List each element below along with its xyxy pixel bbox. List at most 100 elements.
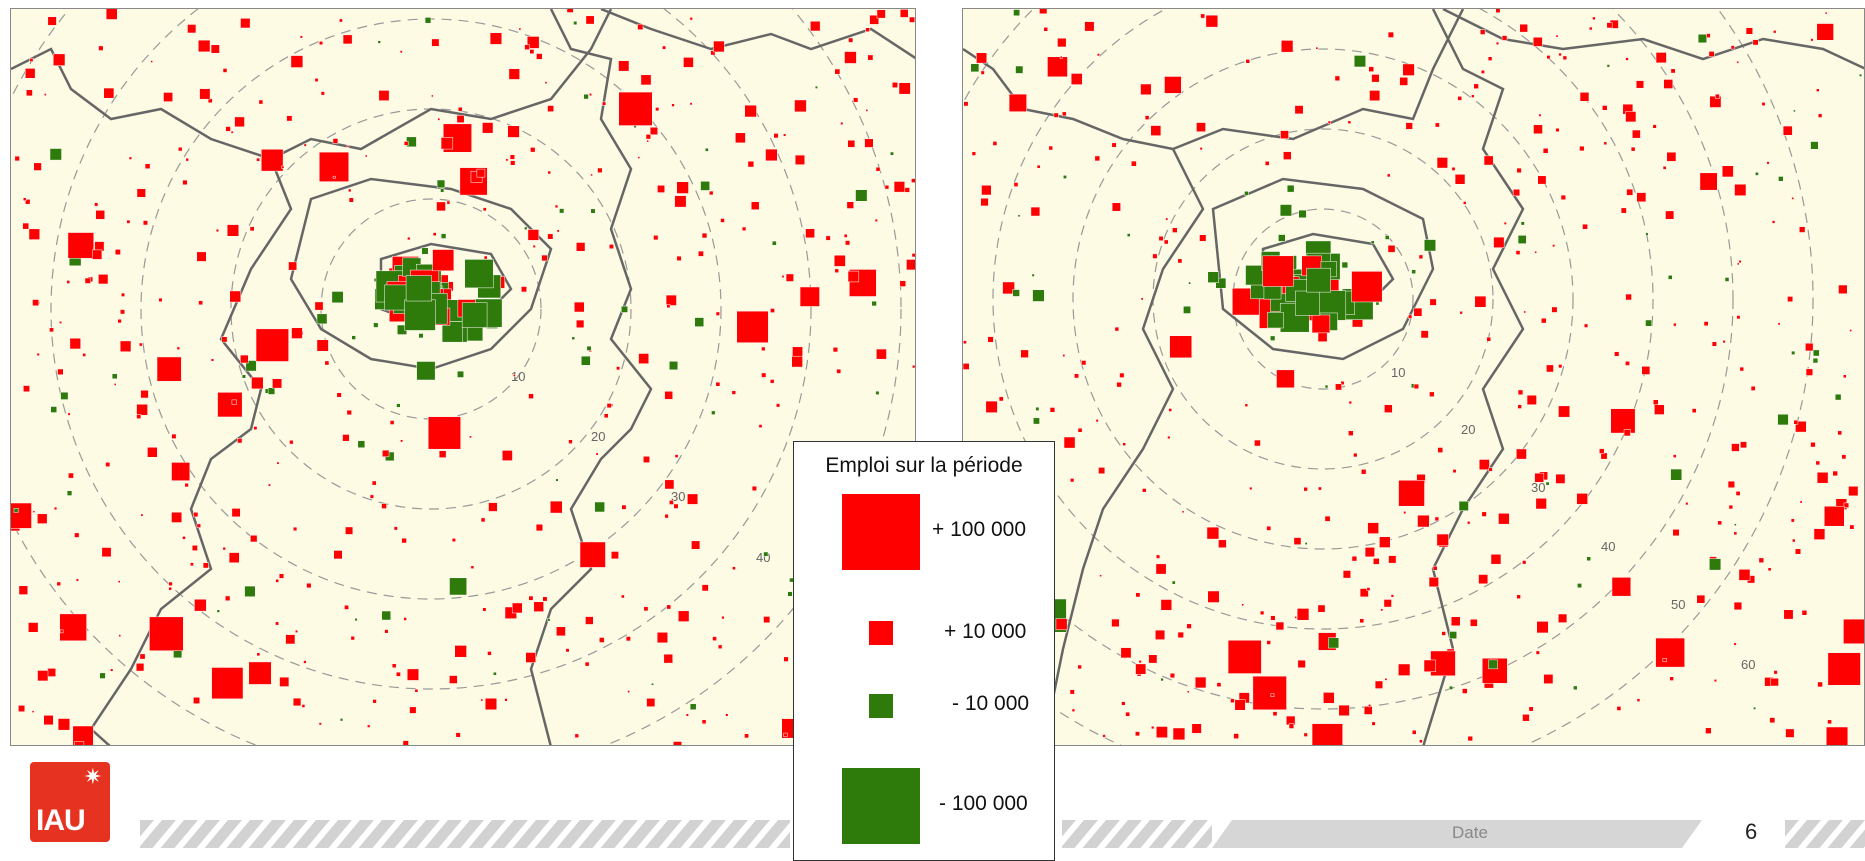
employment-marker: [348, 197, 354, 203]
employment-marker: [709, 190, 714, 196]
employment-marker: [1652, 399, 1659, 405]
employment-marker: [1843, 502, 1850, 509]
employment-marker: [118, 634, 122, 637]
employment-marker: [1730, 45, 1735, 50]
employment-marker: [244, 585, 256, 597]
employment-marker: [1342, 570, 1351, 579]
employment-marker: [783, 656, 789, 662]
employment-marker: [1503, 221, 1507, 225]
employment-marker: [1030, 206, 1041, 217]
employment-marker: [1049, 407, 1056, 413]
employment-marker: [1353, 452, 1358, 458]
employment-marker: [1799, 500, 1803, 504]
employment-marker: [171, 511, 183, 523]
employment-marker: [725, 713, 729, 717]
employment-marker: [336, 392, 342, 398]
employment-marker: [1486, 336, 1492, 342]
employment-marker: [1327, 120, 1332, 125]
employment-marker: [671, 103, 675, 107]
ring-60km: [963, 9, 1814, 745]
employment-marker: [314, 78, 319, 82]
employment-marker: [1600, 452, 1608, 460]
employment-marker: [1474, 295, 1487, 308]
employment-marker: [528, 393, 534, 399]
employment-marker: [1386, 173, 1391, 178]
employment-marker: [1374, 680, 1384, 689]
employment-marker: [794, 154, 806, 165]
employment-marker: [1399, 77, 1409, 86]
employment-marker: [1812, 357, 1819, 364]
employment-marker: [666, 304, 671, 309]
employment-marker: [182, 536, 186, 540]
employment-marker: [1793, 419, 1799, 425]
employment-marker: [1206, 526, 1220, 540]
employment-marker: [689, 17, 693, 21]
employment-marker: [1368, 66, 1375, 72]
employment-marker: [1827, 652, 1861, 686]
employment-marker: [1002, 281, 1015, 295]
employment-marker: [1013, 182, 1019, 187]
employment-marker: [1324, 384, 1329, 389]
employment-marker: [303, 660, 307, 664]
employment-marker: [1813, 528, 1826, 540]
employment-marker: [381, 503, 387, 509]
employment-marker: [1359, 588, 1369, 598]
employment-marker: [1411, 269, 1416, 274]
employment-marker: [1766, 161, 1770, 165]
employment-marker: [1347, 120, 1352, 125]
employment-marker: [289, 440, 294, 445]
employment-marker: [1369, 90, 1381, 102]
employment-marker: [1303, 732, 1308, 737]
employment-marker: [1767, 567, 1772, 572]
employment-marker: [643, 456, 650, 463]
employment-marker: [480, 698, 484, 702]
employment-marker: [697, 250, 704, 257]
employment-marker: [1186, 623, 1192, 629]
footer-stripes-right-b: [1785, 820, 1865, 848]
employment-marker: [1535, 498, 1547, 510]
employment-marker: [510, 160, 516, 166]
employment-marker: [1405, 122, 1413, 130]
employment-marker: [457, 106, 463, 112]
employment-marker: [1536, 621, 1549, 634]
employment-marker: [418, 333, 424, 339]
employment-marker: [1654, 404, 1665, 415]
employment-marker: [1837, 430, 1843, 436]
employment-marker: [1545, 481, 1550, 486]
employment-marker: [541, 254, 548, 262]
legend-label-gain-small: + 10 000: [944, 620, 1027, 643]
employment-marker: [602, 101, 607, 106]
ring-label: 40: [1601, 539, 1615, 554]
employment-marker: [1625, 111, 1637, 123]
employment-marker: [1278, 234, 1286, 242]
employment-marker: [640, 74, 652, 86]
employment-marker: [1669, 676, 1674, 681]
employment-marker: [421, 247, 429, 255]
employment-marker: [60, 391, 69, 400]
distance-rings: [963, 9, 1814, 745]
legend-swatch-loss-small: [869, 694, 893, 718]
employment-marker: [1366, 587, 1371, 591]
employment-marker: [1753, 706, 1757, 710]
employment-marker: [1142, 488, 1147, 493]
employment-marker: [911, 253, 915, 258]
employment-marker: [405, 275, 432, 302]
employment-marker: [1626, 188, 1634, 196]
employment-marker: [689, 703, 697, 710]
employment-marker: [1451, 166, 1456, 171]
employment-marker: [1207, 271, 1219, 283]
employment-marker: [1777, 322, 1781, 326]
employment-marker: [52, 53, 66, 66]
employment-marker: [149, 616, 184, 652]
north-boundary: [270, 9, 613, 161]
employment-marker: [482, 207, 487, 212]
employment-marker: [1517, 235, 1527, 244]
employment-marker: [710, 50, 716, 56]
employment-marker: [1523, 310, 1527, 314]
employment-marker: [1270, 693, 1275, 697]
employment-marker: [1286, 184, 1295, 193]
employment-marker: [1160, 677, 1164, 682]
employment-marker: [547, 618, 551, 622]
employment-marker: [1558, 613, 1568, 623]
employment-marker: [1114, 326, 1120, 332]
